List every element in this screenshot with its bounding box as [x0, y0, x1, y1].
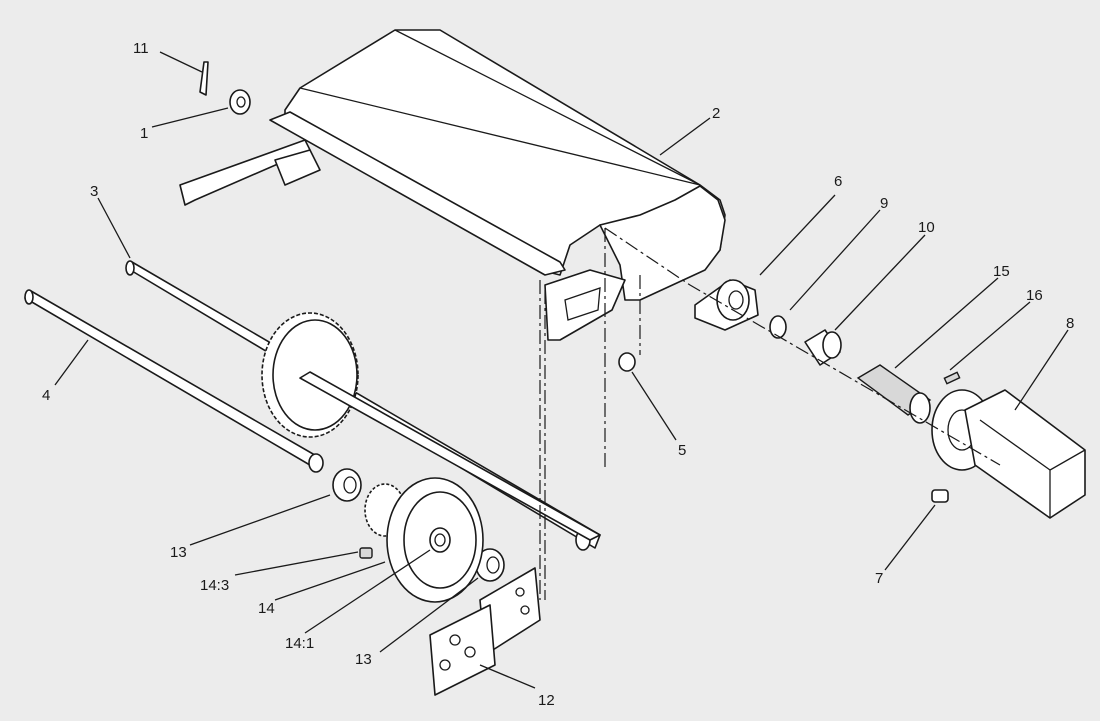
- callout-7: 7: [875, 570, 883, 587]
- callout-3: 3: [90, 183, 98, 200]
- callout-8: 8: [1066, 315, 1074, 332]
- drive-guard: [931, 389, 1086, 519]
- callout-10: 10: [918, 219, 935, 236]
- leader-lines: [54, 51, 1069, 689]
- bushing-right-bore: [486, 556, 500, 574]
- axis-plate: [539, 280, 546, 600]
- flange-bearing: [694, 279, 759, 331]
- callout-4: 4: [42, 387, 50, 404]
- callout-13-right: 13: [355, 651, 372, 668]
- spacer-bushing-end: [822, 331, 842, 359]
- callout-12: 12: [538, 692, 555, 709]
- nut: [618, 352, 636, 372]
- bushing-left: [332, 468, 362, 502]
- callout-11: 11: [133, 40, 149, 57]
- guard-bolt: [931, 489, 949, 503]
- cover-housing: [179, 29, 726, 341]
- callout-13-left: 13: [170, 544, 187, 561]
- callout-2: 2: [712, 105, 720, 122]
- shaft-lower: [24, 289, 324, 473]
- mounting-plate: [429, 567, 541, 696]
- callout-5: 5: [678, 442, 686, 459]
- callout-9: 9: [880, 195, 888, 212]
- axis-main: [604, 227, 1001, 470]
- bushing-left-bore: [343, 476, 357, 494]
- key: [943, 371, 961, 385]
- callout-1: 1: [140, 125, 148, 142]
- callout-14: 14: [258, 600, 275, 617]
- washer: [229, 89, 251, 115]
- washer-hole: [236, 96, 246, 108]
- callout-15: 15: [993, 263, 1010, 280]
- callout-14-3: 14:3: [200, 577, 229, 594]
- callout-16: 16: [1026, 287, 1043, 304]
- set-screw: [359, 547, 373, 559]
- cotter-pin: [199, 61, 209, 96]
- callout-14-1: 14:1: [285, 635, 314, 652]
- spacer-washer: [769, 315, 787, 339]
- pulley: [386, 477, 484, 603]
- callout-6: 6: [834, 173, 842, 190]
- large-sprocket: [261, 312, 601, 541]
